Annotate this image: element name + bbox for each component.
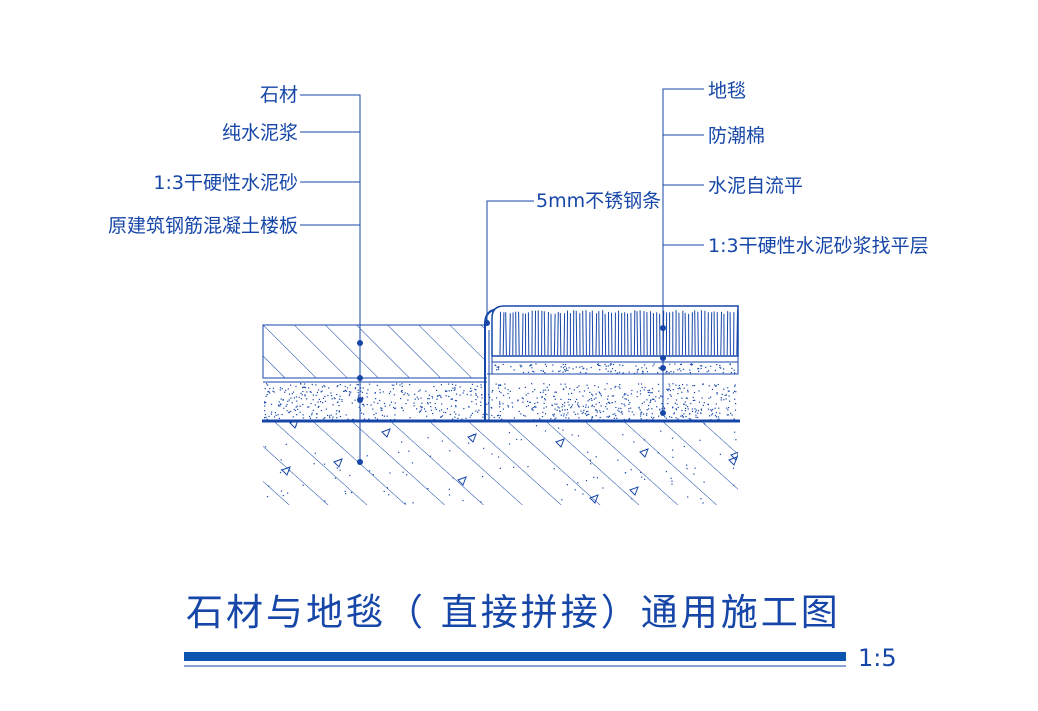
concrete-slab-layer xyxy=(262,419,740,505)
leader-lines xyxy=(300,88,704,462)
stone-layer xyxy=(262,324,486,379)
leader-dots xyxy=(357,320,666,465)
label-stone: 石材 xyxy=(260,84,298,106)
label-cement-slurry: 纯水泥浆 xyxy=(222,122,298,144)
label-leveling-mortar: 1:3干硬性水泥砂浆找平层 xyxy=(708,235,929,257)
self-leveling-layer xyxy=(491,355,739,375)
title-bar xyxy=(184,652,846,661)
drawing-title: 石材与地毯（ 直接拼接）通用施工图 xyxy=(186,591,841,634)
carpet-layer xyxy=(491,305,739,357)
scale-label: 1:5 xyxy=(858,644,897,672)
dry-mortar-layer xyxy=(263,373,739,422)
label-steel-strip: 5mm不锈钢条 xyxy=(536,190,661,212)
label-carpet: 地毯 xyxy=(708,80,746,102)
label-dry-mortar: 1:3干硬性水泥砂 xyxy=(153,172,298,194)
label-self-leveling: 水泥自流平 xyxy=(708,175,803,197)
label-moisture-pad: 防潮棉 xyxy=(708,125,765,147)
label-concrete-slab: 原建筑钢筋混凝土楼板 xyxy=(108,215,298,237)
